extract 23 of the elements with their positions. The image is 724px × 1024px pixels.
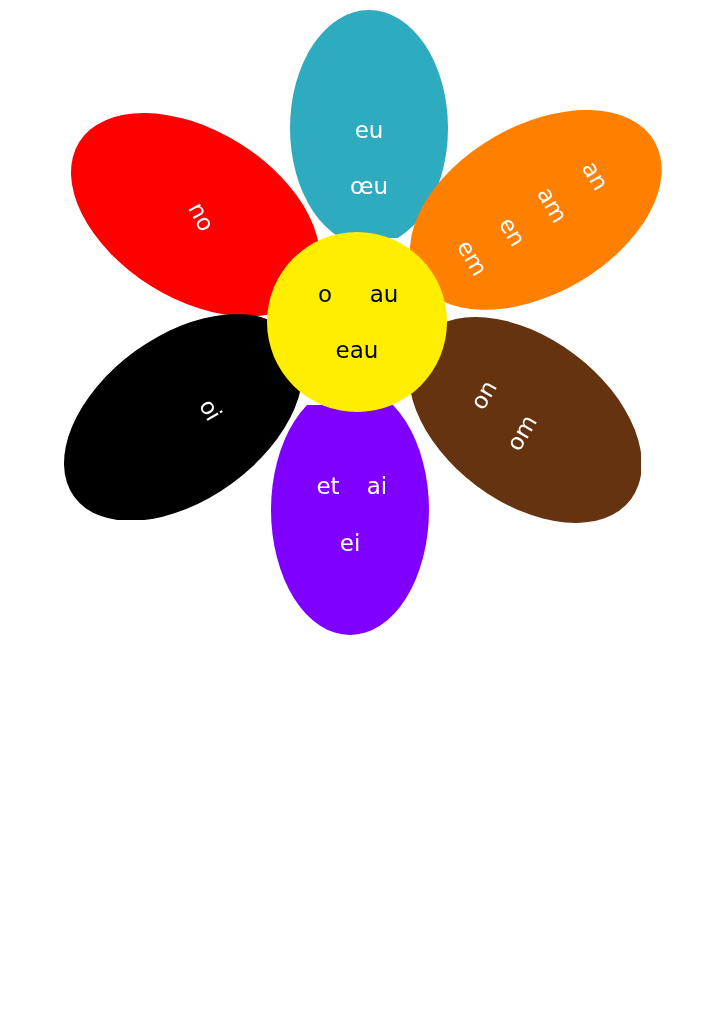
sound-label: oi	[194, 395, 226, 425]
sound-label: et	[316, 474, 340, 498]
sound-label: em	[452, 236, 492, 280]
sound-label: en	[494, 213, 530, 251]
sound-label: on	[466, 376, 502, 414]
flower-petal	[63, 313, 303, 521]
sound-label: eu	[354, 118, 384, 142]
sound-label: ou	[182, 199, 216, 237]
flower-petal	[410, 110, 662, 310]
sound-label: an	[577, 157, 613, 195]
sound-label: ai	[366, 474, 388, 498]
sound-label: o	[317, 282, 333, 306]
flower-petal	[290, 10, 448, 238]
sound-label: om	[502, 411, 542, 455]
flower-petal	[271, 405, 429, 635]
flower-petal	[70, 113, 320, 317]
sound-label: œu	[349, 174, 389, 198]
sound-label: au	[369, 282, 399, 306]
sound-label: am	[532, 183, 572, 227]
flower-petal	[408, 317, 642, 523]
flower-center	[267, 232, 447, 412]
sound-label: ei	[339, 531, 361, 555]
sound-label: eau	[335, 338, 379, 362]
